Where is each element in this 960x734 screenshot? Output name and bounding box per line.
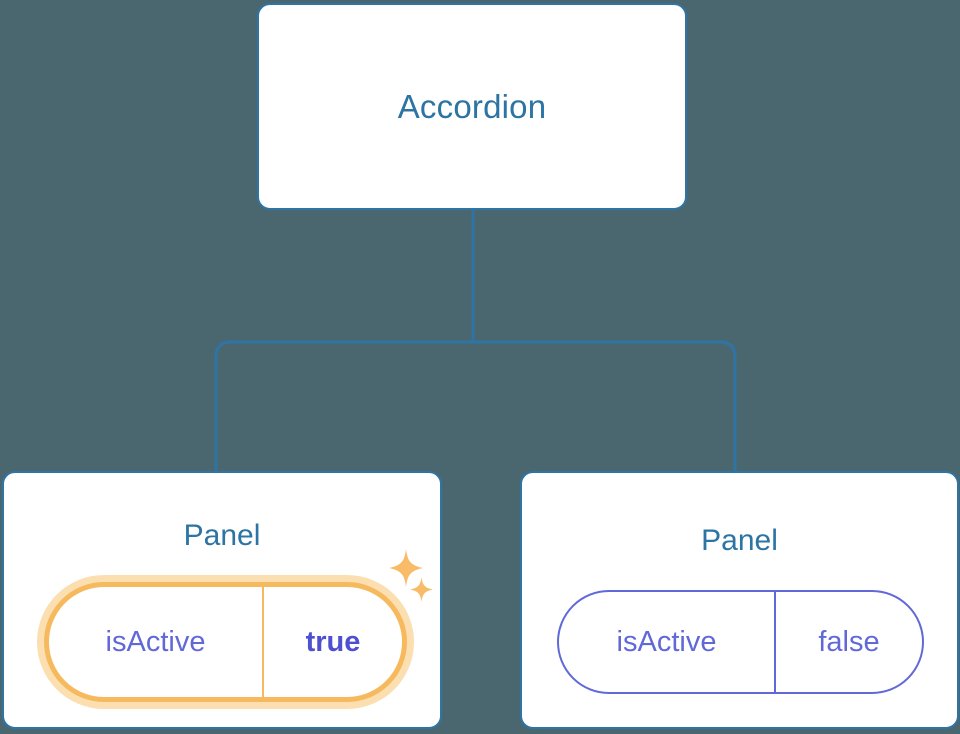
node-accordion[interactable]: Accordion xyxy=(257,3,687,210)
node-panel-active[interactable]: Panel isActive true xyxy=(2,471,442,729)
node-panel-inactive[interactable]: Panel isActive false xyxy=(520,471,959,729)
node-panel-inactive-title: Panel xyxy=(701,524,778,557)
prop-pill-isactive-false[interactable]: isActive false xyxy=(557,590,924,694)
prop-key-label: isActive xyxy=(49,587,264,697)
prop-key-label: isActive xyxy=(559,592,776,692)
prop-value-label: true xyxy=(305,625,361,658)
prop-pill-isactive-true[interactable]: isActive true xyxy=(44,582,407,702)
prop-value-label: false xyxy=(818,625,880,658)
connector-branch-bus xyxy=(214,340,737,471)
node-accordion-title: Accordion xyxy=(397,88,547,125)
node-panel-active-title: Panel xyxy=(183,519,261,552)
prop-pill-active-wrap: isActive true xyxy=(37,575,414,709)
